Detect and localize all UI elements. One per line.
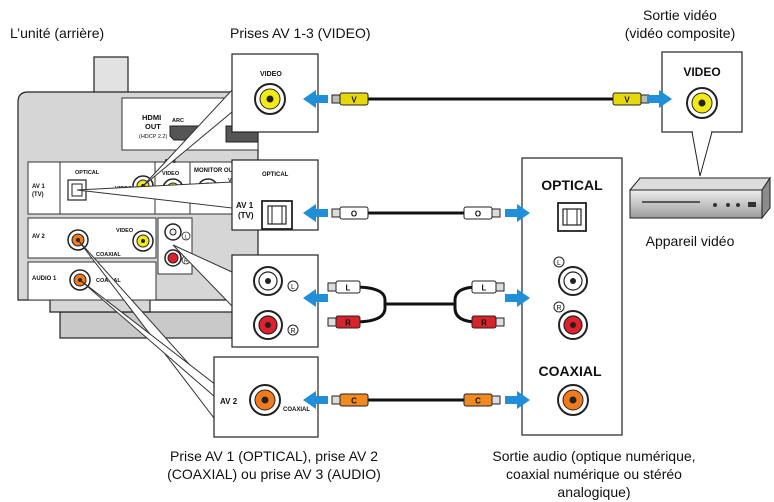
unit-hdmi-label-2: OUT [145,122,161,131]
panel-video-out-label: VIDEO [683,65,720,79]
unit-hdcp-label: (HDCP 2.2) [139,134,167,140]
panel-av2-label: AV 2 [220,397,238,406]
video-out-title-2: (vidéo composite) [625,25,736,41]
caption-right-3: analogique) [557,484,630,500]
analog-r-label: R [290,328,295,335]
video-plug-left-label: V [351,96,357,105]
optical-out-port [557,202,587,232]
coax-plug-left-label: C [351,397,357,406]
analog-plug-right-l-label: L [482,284,487,293]
unit-l-label: L [184,235,187,241]
unit-title: L’unité (arrière) [10,25,104,41]
panel-coaxial-out-label: COAXIAL [539,363,602,379]
unit-video2-label: VIDEO [116,228,134,234]
unit-video3-label: VIDEO [162,171,180,177]
video-plug-right-label: V [624,96,630,105]
video-device-callout [691,131,713,177]
panel-video-label: VIDEO [260,71,282,78]
caption-right-2: coaxial numérique ou stéréo [506,466,682,482]
audio-out-r-label: R [556,305,561,312]
panel-av1-label: AV 1 [236,201,254,210]
video-device-label: Appareil vidéo [646,233,735,249]
caption-right-1: Sortie audio (optique numérique, [492,448,695,464]
arrow-coax-right [505,391,530,409]
signal-arrows [303,90,672,409]
optical-plug-right-label: O [475,210,481,219]
analog-l-label: L [291,284,295,291]
unit-r-label: R [184,259,188,265]
panel-coaxial-label: COAXIAL [283,407,310,413]
panel-optical-label: OPTICAL [262,172,289,178]
arrow-analog-left [303,289,328,307]
analog-plug-left-r-label: R [345,319,351,328]
unit-av2-label: AV 2 [32,234,46,240]
unit-audio1-label: AUDIO 1 [32,276,57,282]
arrow-optical-right [505,204,530,222]
unit-av1-label: AV 1 [32,184,46,190]
arrow-video-right [647,90,672,108]
unit-arc-label: ARC [172,118,184,124]
unit-audio1-strip [27,261,157,301]
coax-plug-right-label: C [475,397,481,406]
unit-antenna [93,56,129,94]
analog-plug-right-r-label: R [481,319,487,328]
arrow-optical-left [303,204,328,222]
unit-coaxial2-label: COAXIAL [96,278,121,284]
unit-optical-label: OPTICAL [75,170,100,176]
video-out-title-1: Sortie vidéo [643,7,717,23]
optical-plug-left-label: O [351,210,357,219]
unit-av1-tv-label: (TV) [32,192,44,198]
unit-monitor-label: MONITOR OUT [194,168,237,174]
unit-hdmi-label: HDMI [142,113,161,122]
analog-plug-left-l-label: L [346,284,351,293]
arrow-video-left [303,90,328,108]
arrow-coax-left [303,391,328,409]
caption-left-1: Prise AV 1 (OPTICAL), prise AV 2 [170,448,378,464]
audio-out-l-label: L [557,260,561,267]
optical-cable: O O [331,206,501,220]
video-cable: V V [331,92,650,106]
panel-optical-out-label: OPTICAL [541,177,603,193]
coaxial-cable: C C [331,393,501,407]
caption-left-2: (COAXIAL) ou prise AV 3 (AUDIO) [167,466,381,482]
optical-port [261,200,293,230]
video-device [628,176,771,220]
analog-cable: L R L R [327,280,505,329]
panel-av1-tv-label: (TV) [238,211,254,220]
unit-coaxial-label: COAXIAL [96,252,121,258]
zoom-leaders [76,88,233,420]
arrow-analog-right [505,289,530,307]
av-jacks-title: Prises AV 1-3 (VIDEO) [230,25,371,41]
